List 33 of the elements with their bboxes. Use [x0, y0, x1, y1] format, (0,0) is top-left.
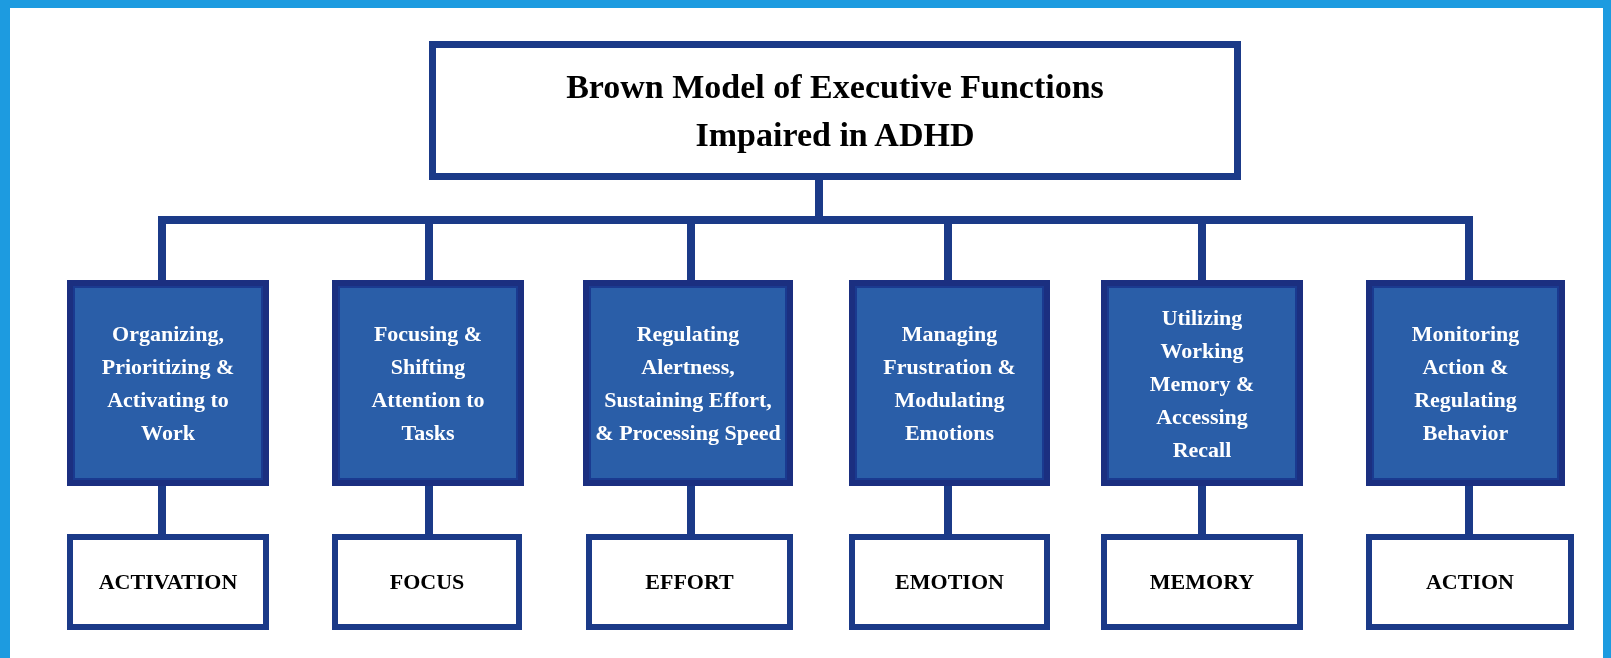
box-label: Utilizing Working Memory & Accessing Recall — [1148, 303, 1256, 464]
function-box — [67, 280, 269, 486]
function-box — [332, 280, 524, 486]
box-label: MEMORY — [1149, 569, 1255, 595]
function-box — [1366, 280, 1565, 486]
box-label: Managing Frustration & Modulating Emotions — [882, 320, 1017, 447]
function-box — [583, 280, 793, 486]
cluster-box — [1101, 534, 1303, 630]
box-label: ACTIVATION — [98, 569, 238, 595]
connector-line — [944, 486, 952, 534]
connector-line — [815, 180, 1473, 280]
box-label: ACTION — [1426, 569, 1514, 595]
box-label: Monitoring Action & Regulating Behavior — [1410, 320, 1521, 447]
function-box — [1101, 280, 1303, 486]
cluster-box — [332, 534, 522, 630]
function-box — [849, 280, 1050, 486]
connector-line — [687, 486, 695, 534]
cluster-box — [67, 534, 269, 630]
box-label: FOCUS — [389, 569, 465, 595]
connector-line — [425, 486, 433, 534]
box-label: Focusing & Shifting Attention to Tasks — [370, 320, 486, 447]
box-label: Regulating Alertness, Sustaining Effort, & Processing Speed — [594, 320, 782, 447]
cluster-box — [1366, 534, 1574, 630]
title-box — [429, 41, 1241, 180]
title-label: Brown Model of Executive Functions Impaired in ADHD — [565, 66, 1105, 155]
cluster-box — [849, 534, 1050, 630]
connector-line — [158, 486, 166, 534]
connector-line — [1198, 486, 1206, 534]
box-label: Organizing, Prioritizing & Activating to Work — [100, 320, 236, 447]
connector-line — [1465, 486, 1473, 534]
box-label: EMOTION — [895, 569, 1004, 595]
cluster-box — [586, 534, 793, 630]
box-label: EFFORT — [645, 569, 734, 595]
